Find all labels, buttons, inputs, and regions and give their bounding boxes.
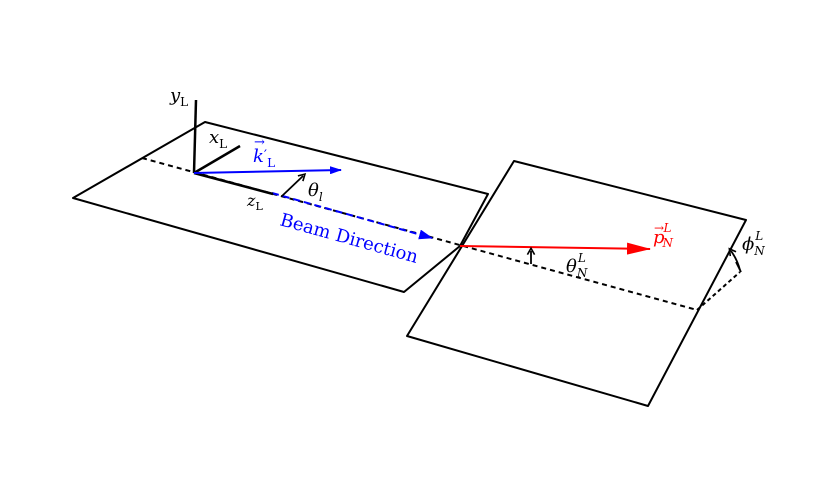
z-axis-label: zL [246,191,263,213]
x-axis [193,144,241,175]
phi-n-dotted-segment [696,271,741,311]
beam-direction-arrow [271,192,433,240]
beam-direction-label: Beam Direction [278,210,421,268]
p-accent: → [654,221,664,235]
z-axis [193,171,274,196]
k-prime-label: k′L [253,146,275,170]
theta-l-label: θl [308,180,323,204]
k-prime-vector [193,166,342,175]
x-axis-label: xL [209,127,227,151]
k-prime-accent: → [254,135,265,150]
theta-l-arc [281,173,307,197]
p-vector [459,242,651,255]
y-axis [192,99,198,174]
lepton-plane [72,121,489,293]
hadron-plane [406,160,747,407]
phi-n-arc-tail [735,261,742,273]
y-axis-label: yL [169,85,188,109]
beam-axis-dashed [141,157,698,311]
